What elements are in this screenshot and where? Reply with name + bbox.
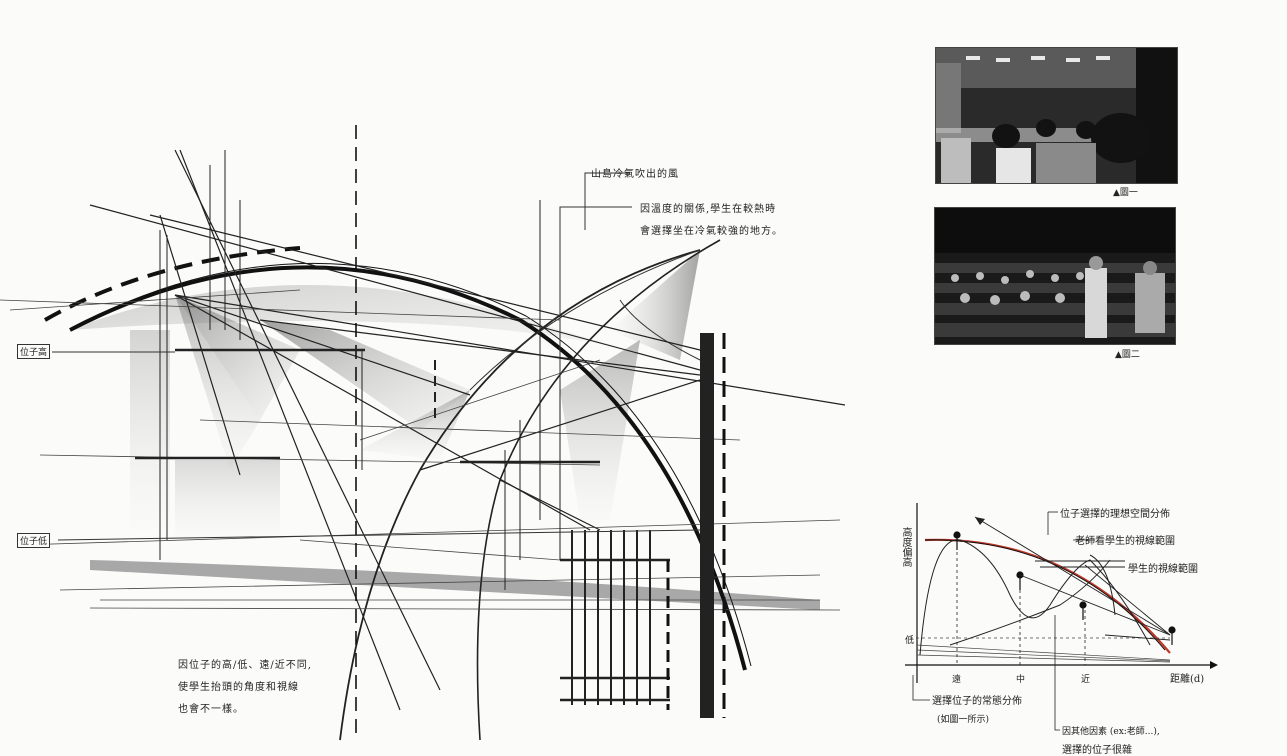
note-bottom-line3: 也會不一樣。 xyxy=(178,700,244,720)
graph-y-low: 低 xyxy=(905,633,914,646)
graph-note-ideal: 位子選擇的理想空間分佈 xyxy=(1060,505,1170,520)
label-seat-low: 位子低 xyxy=(17,533,50,548)
ideal-curve xyxy=(925,540,1170,653)
graph-note-student: 學生的視線範圍 xyxy=(1128,560,1198,575)
graph-note-teacher: 老師看學生的視線範圍 xyxy=(1075,532,1175,547)
note-temperature-line1: 因溫度的關係,學生在較熱時 xyxy=(640,200,776,215)
photo-2-caption: ▲圖二 xyxy=(1115,347,1140,360)
graph-note-selection-line1: 選擇位子的常態分佈 xyxy=(932,692,1022,707)
note-bottom-line2: 使學生抬頭的角度和視線 xyxy=(178,678,299,698)
seating-sight-sketch xyxy=(0,0,880,756)
classroom-photo-2 xyxy=(934,207,1176,345)
graph-x-tick-near: 近 xyxy=(1081,672,1090,685)
graph-y-label: 高度偏高 xyxy=(898,527,913,567)
graph-note-other-line1: 因其他因素 (ex:老師...), xyxy=(1062,724,1160,737)
note-bottom-line1: 因位子的高/低、遠/近不同, xyxy=(178,656,312,676)
label-seat-high: 位子高 xyxy=(17,344,50,359)
graph-note-other-line2: 選擇的位子很雜 xyxy=(1062,741,1132,756)
photo-1-caption: ▲圖一 xyxy=(1113,185,1138,198)
graph-x-tick-mid: 中 xyxy=(1016,672,1025,685)
graph-x-tick-far: 遠 xyxy=(952,672,961,685)
note-temperature-line2: 會選擇坐在冷氣較強的地方。 xyxy=(640,222,783,237)
graph-x-label: 距離(d) xyxy=(1170,670,1204,685)
classroom-photo-1 xyxy=(935,47,1178,184)
graph-note-selection-line2: (如圖一所示) xyxy=(937,712,989,725)
note-wind: 山島冷氣吹出的風 xyxy=(591,165,679,180)
